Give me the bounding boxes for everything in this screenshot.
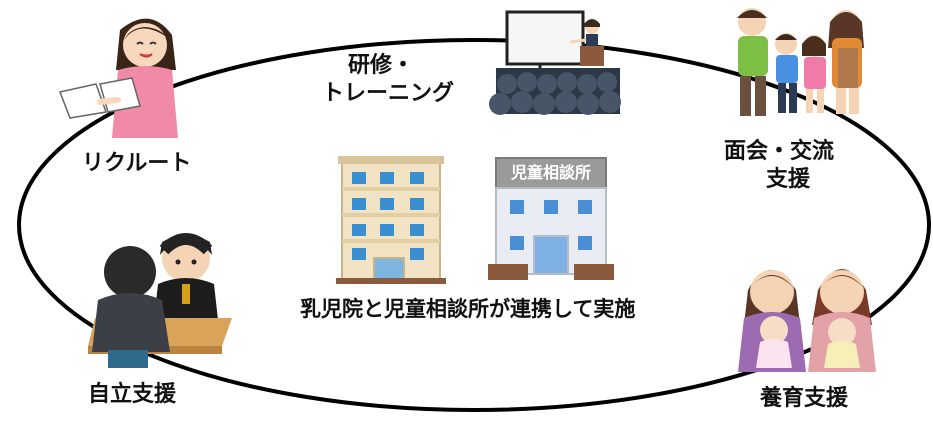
training-label-line2: トレーニング (322, 81, 455, 106)
visit-label-line1: 面会・交流 (724, 139, 835, 164)
parenting-illustration (738, 269, 876, 372)
training-label-line1: 研修・ (348, 53, 415, 78)
infant-home-building (336, 156, 446, 284)
training-illustration (489, 10, 621, 115)
independence-illustration (88, 233, 232, 368)
child-guidance-office (488, 157, 614, 280)
parenting-label: 養育支援 (760, 386, 849, 411)
visit-label-line2: 支援 (766, 167, 811, 192)
independence-label: 自立支援 (88, 382, 177, 407)
collaboration-label: 乳児院と児童相談所が連携して実施 (300, 297, 636, 321)
cycle-ellipse (17, 38, 931, 412)
family-illustration (737, 8, 864, 116)
office-sign-label: 児童相談所 (510, 163, 591, 182)
recruit-label: リクルート (82, 151, 192, 176)
recruit-illustration (58, 18, 178, 138)
